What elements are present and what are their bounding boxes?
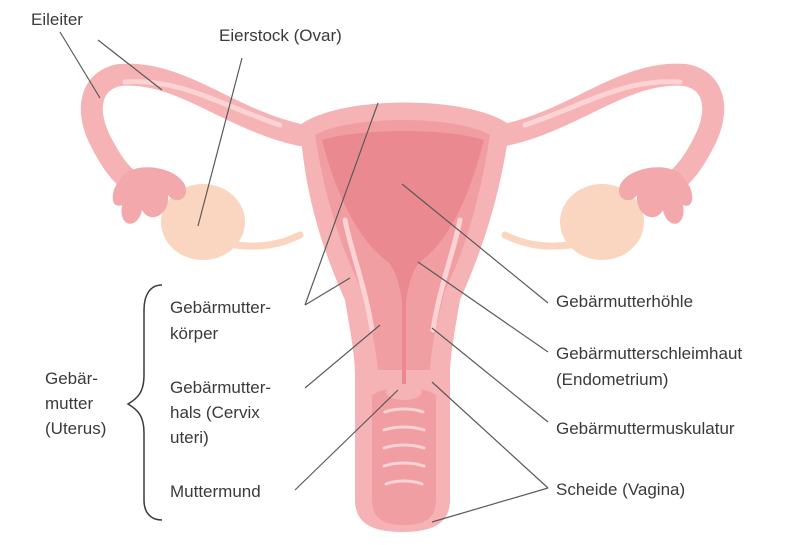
label-gebaermutterkoerper: Gebärmutter- körper <box>170 297 271 345</box>
label-gebaermutterkoerper-line2: körper <box>170 323 271 345</box>
label-gebaermutterkoerper-line1: Gebärmutter- <box>170 297 271 319</box>
right-ovarian-ligament <box>505 235 570 246</box>
uterus-brace <box>128 285 162 520</box>
label-gebaermuttermuskulatur: Gebärmuttermuskulatur <box>556 418 735 440</box>
label-schleimhaut-line1: Gebärmutterschleimhaut <box>556 343 742 365</box>
label-gebaermutterhals: Gebärmutter- hals (Cervix uteri) <box>170 377 271 449</box>
label-gebaermutterhoehle: Gebärmutterhöhle <box>556 291 693 313</box>
left-ovarian-ligament <box>235 235 300 246</box>
label-scheide: Scheide (Vagina) <box>556 479 685 501</box>
label-gebaermutterhals-line2: hals (Cervix <box>170 402 271 424</box>
label-eileiter: Eileiter <box>31 9 83 31</box>
label-uterus-line3: (Uterus) <box>45 418 106 440</box>
label-gebaermutterschleimhaut: Gebärmutterschleimhaut (Endometrium) <box>556 343 742 391</box>
label-uterus-line2: mutter <box>45 393 106 415</box>
label-gebaermutterhals-line1: Gebärmutter- <box>170 377 271 399</box>
label-eierstock: Eierstock (Ovar) <box>219 25 342 47</box>
label-gebaermutterhals-line3: uteri) <box>170 427 271 449</box>
cervix-tip <box>386 384 422 400</box>
label-uterus-line1: Gebär- <box>45 368 106 390</box>
label-schleimhaut-line2: (Endometrium) <box>556 369 742 391</box>
leader-eileiter-1 <box>60 32 100 98</box>
label-uterus-group: Gebär- mutter (Uterus) <box>45 368 106 440</box>
label-muttermund: Muttermund <box>170 481 261 503</box>
leader-lines <box>60 32 548 522</box>
